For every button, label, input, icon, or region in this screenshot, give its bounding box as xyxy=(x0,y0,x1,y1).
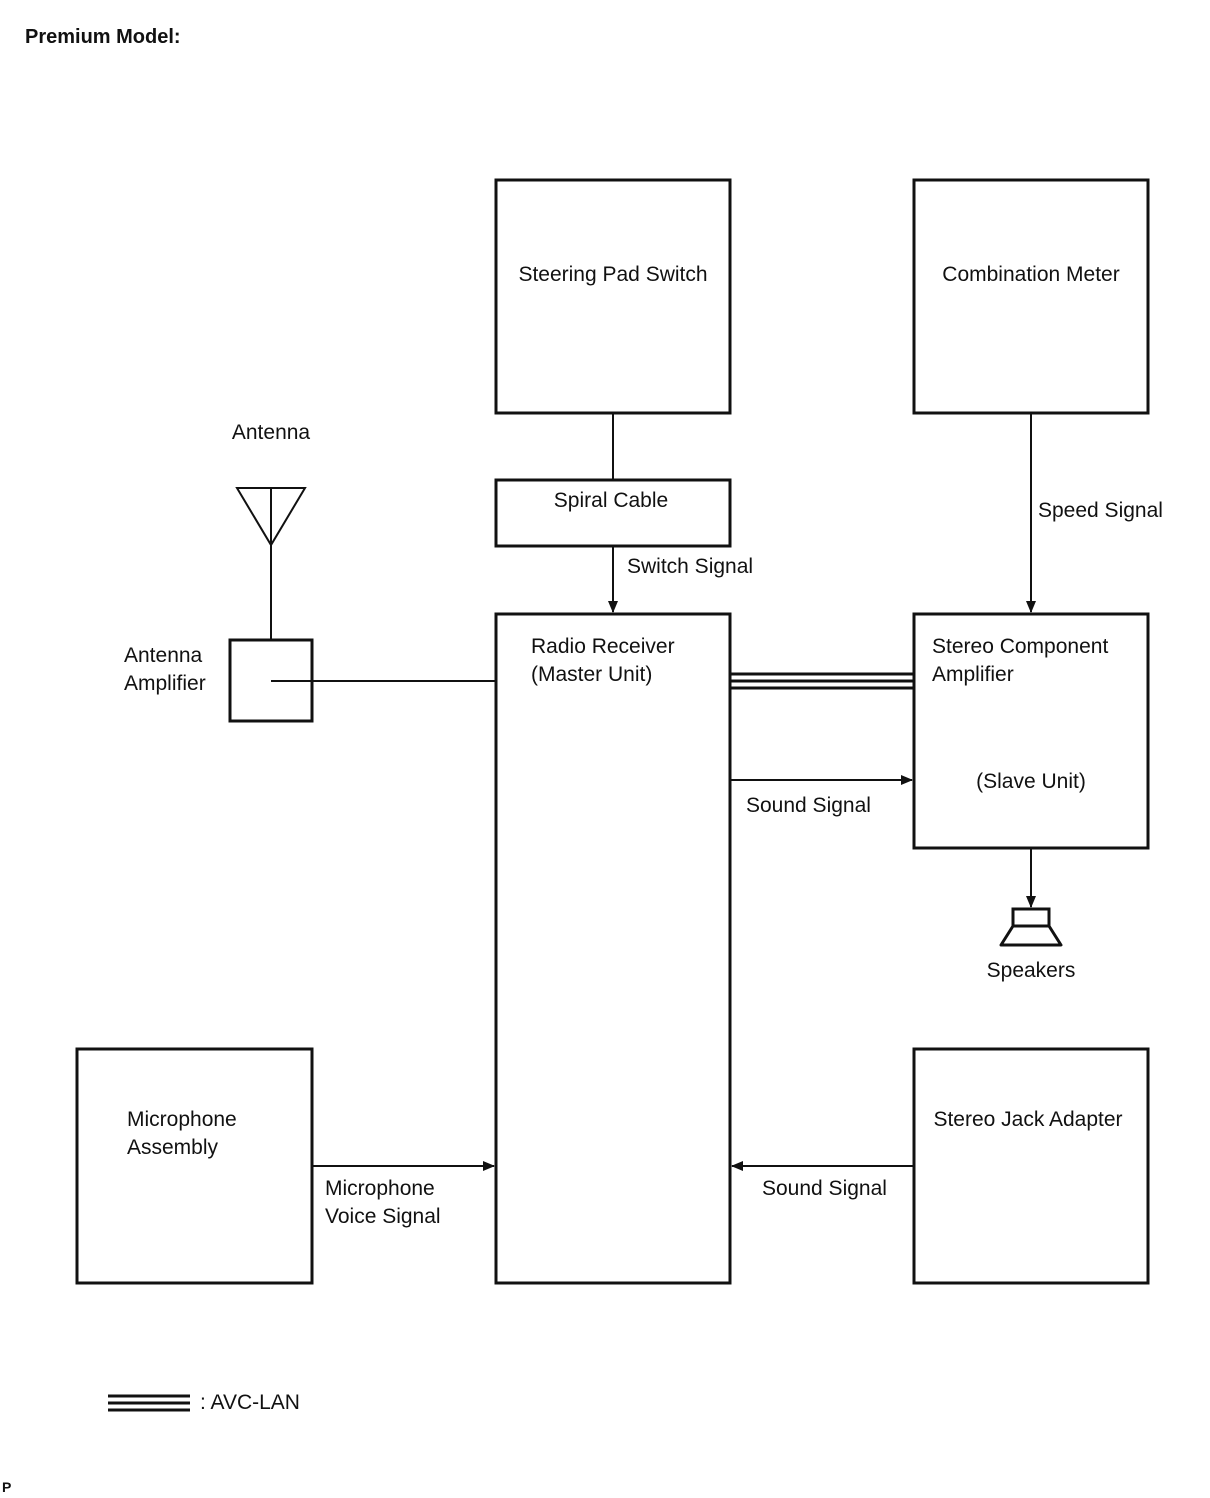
avc-lan-legend-label: : AVC-LAN xyxy=(200,1391,300,1414)
microphone-assembly-label-line1: Microphone xyxy=(127,1108,237,1131)
spiral-cable: Spiral Cable xyxy=(494,478,732,548)
radio-receiver: Radio Receiver (Master Unit) xyxy=(494,612,732,1285)
sound-signal-in-label: Sound Signal xyxy=(762,1177,887,1200)
speaker-icon xyxy=(999,907,1063,947)
steering-pad-switch: Steering Pad Switch xyxy=(494,178,732,415)
stereo-jack-adapter: Stereo Jack Adapter xyxy=(912,1047,1150,1285)
diagram-title: Premium Model: xyxy=(25,26,181,48)
switch-signal-label: Switch Signal xyxy=(627,555,753,578)
stereo-component-amplifier-label-line2: Amplifier xyxy=(932,663,1014,686)
microphone-voice-signal-label-line2: Voice Signal xyxy=(325,1205,441,1228)
spiral-cable-label: Spiral Cable xyxy=(554,489,668,512)
radio-receiver-label-line2: (Master Unit) xyxy=(531,663,652,686)
speakers-label: Speakers xyxy=(987,959,1076,982)
antenna-label: Antenna xyxy=(232,421,311,444)
stereo-component-amplifier: Stereo Component Amplifier (Slave Unit) xyxy=(912,612,1150,850)
stereo-jack-adapter-label: Stereo Jack Adapter xyxy=(933,1108,1122,1131)
avc-lan-legend-swatch xyxy=(108,1394,190,1412)
avc-lan-bus xyxy=(730,672,914,690)
stereo-component-amplifier-label-line1: Stereo Component xyxy=(932,635,1108,658)
legend: : AVC-LAN xyxy=(108,1391,300,1414)
steering-pad-switch-label: Steering Pad Switch xyxy=(518,263,707,286)
sound-signal-out-label: Sound Signal xyxy=(746,794,871,817)
microphone-assembly: Microphone Assembly xyxy=(75,1047,314,1285)
speed-signal-label: Speed Signal xyxy=(1038,499,1163,522)
combination-meter: Combination Meter xyxy=(912,178,1150,415)
footer-mark: P xyxy=(2,1479,11,1495)
combination-meter-label: Combination Meter xyxy=(942,263,1119,286)
microphone-voice-signal-label-line1: Microphone xyxy=(325,1177,435,1200)
slave-unit-label: (Slave Unit) xyxy=(976,770,1086,793)
microphone-assembly-label-line2: Assembly xyxy=(127,1136,219,1159)
antenna-amplifier-label-line2: Amplifier xyxy=(124,672,206,695)
radio-receiver-label-line1: Radio Receiver xyxy=(531,635,675,658)
antenna-amplifier-label-line1: Antenna xyxy=(124,644,203,667)
